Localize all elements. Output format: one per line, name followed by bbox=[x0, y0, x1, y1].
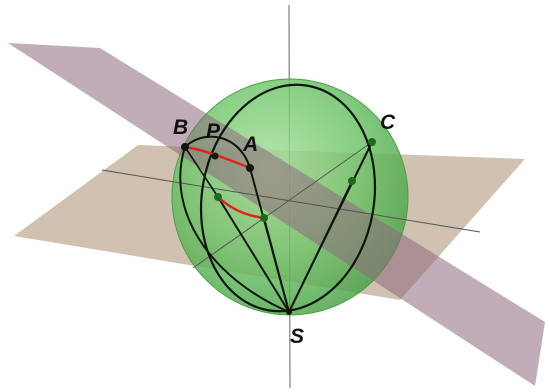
tilted-plane bbox=[8, 43, 545, 386]
label-c: C bbox=[380, 111, 396, 134]
great-circle bbox=[199, 83, 377, 313]
label-p: P bbox=[206, 120, 221, 143]
arc-projected bbox=[217, 196, 265, 220]
point-b bbox=[181, 143, 189, 151]
point-p-image bbox=[214, 193, 222, 201]
point-a bbox=[246, 164, 254, 172]
point-s bbox=[286, 309, 292, 315]
label-b: B bbox=[173, 116, 188, 139]
label-s: S bbox=[290, 325, 304, 348]
point-p bbox=[211, 152, 219, 160]
line-s-to-p bbox=[217, 196, 290, 313]
line-b-to-p-lower bbox=[184, 146, 219, 198]
label-a: A bbox=[242, 133, 258, 156]
circle-arc-b-a-top bbox=[184, 135, 251, 169]
circle-through-b-a bbox=[179, 146, 290, 313]
point-mid-image bbox=[260, 214, 268, 222]
point-c-image bbox=[348, 177, 356, 185]
line-s-to-mid bbox=[263, 217, 290, 313]
line-s-to-c-inner bbox=[288, 180, 353, 313]
horizontal-axis bbox=[101, 169, 481, 233]
point-c bbox=[368, 138, 376, 146]
diagonal-axis bbox=[192, 141, 373, 269]
